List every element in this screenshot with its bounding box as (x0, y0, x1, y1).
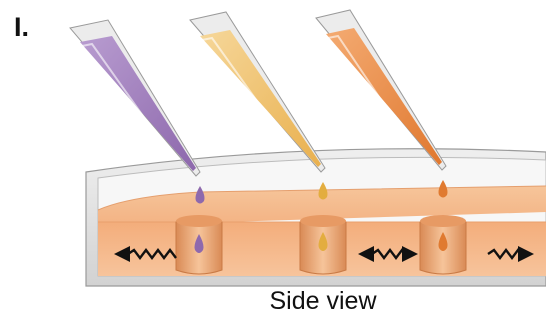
caption: Side view (0, 287, 546, 316)
well-yellow (300, 215, 346, 274)
well-purple (176, 215, 222, 274)
pipette-yellow-icon (190, 12, 325, 172)
pipette-orange-icon (316, 10, 446, 170)
well-orange (420, 215, 466, 274)
pipette-purple-icon (70, 20, 200, 176)
